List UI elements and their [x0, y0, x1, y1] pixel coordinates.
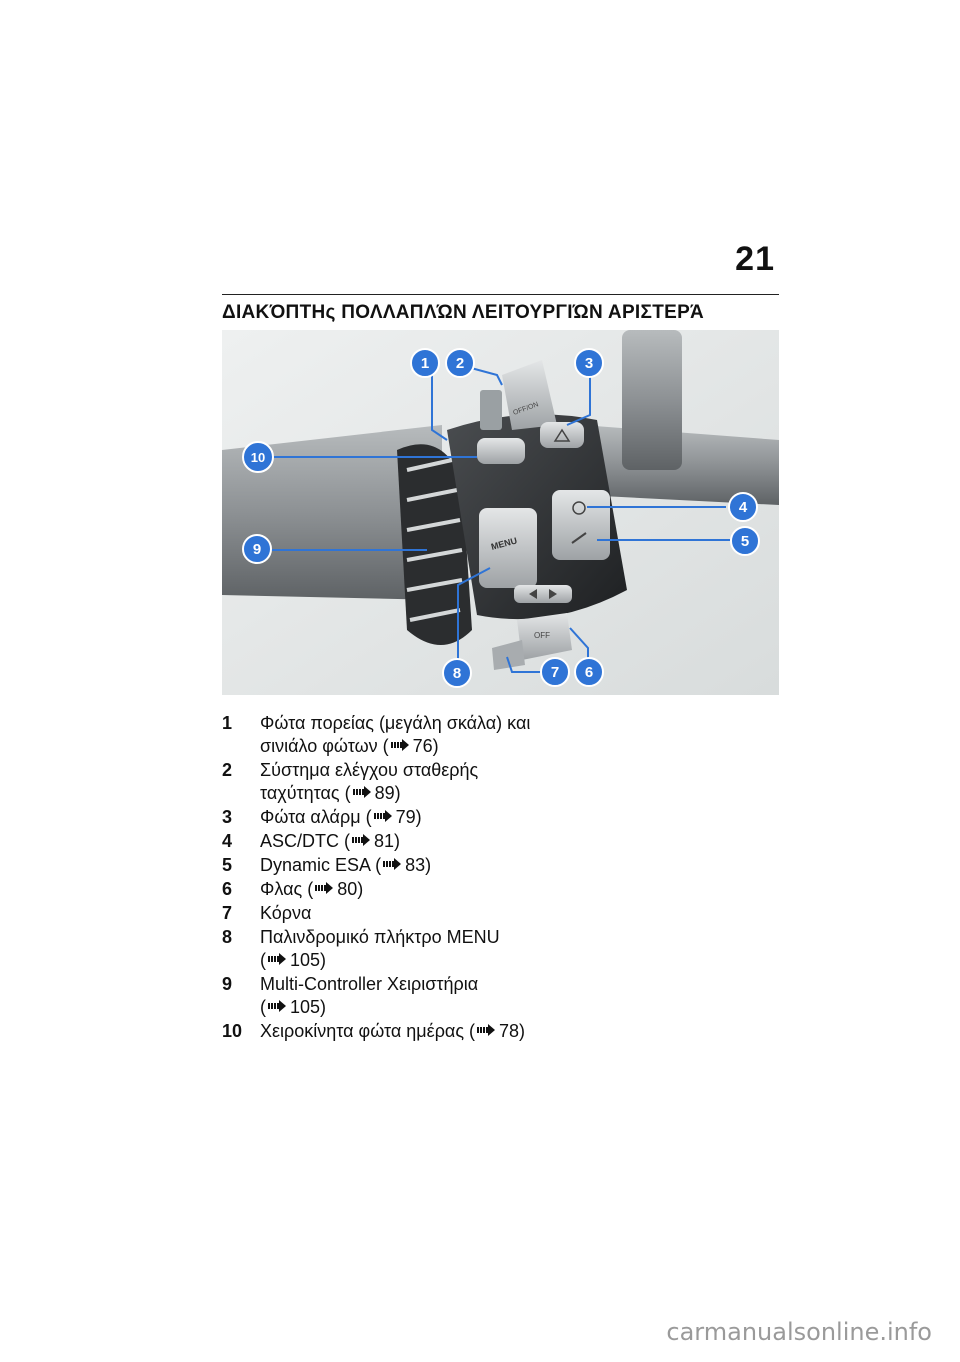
legend-number: 6	[222, 879, 233, 899]
legend-text: Dynamic ESA	[260, 855, 371, 875]
high-beam-lever[interactable]	[480, 390, 502, 430]
page-reference-number: 79)	[395, 807, 422, 827]
page-arrow-icon	[390, 739, 409, 751]
svg-text:10: 10	[251, 450, 265, 465]
page-number: 21	[735, 240, 775, 278]
callout-badges: 1 2 3 4 5 6 7 8 9 10	[242, 348, 760, 688]
callout-lines	[262, 364, 730, 673]
legend-item: 6 Φλας (80)	[222, 878, 542, 901]
legend-text: Σύστημα ελέγχου σταθερής ταχύτητας	[260, 760, 479, 803]
page-arrow-icon	[268, 1000, 286, 1012]
page-reference-link[interactable]: (105)	[260, 950, 327, 970]
asc-icon	[572, 501, 586, 515]
legend-text: Multi-Controller Χειριστήρια	[260, 974, 479, 994]
footer-watermark: carmanualsonline.info	[666, 1318, 932, 1346]
legend-item: 10 Χειροκίνητα φώτα ημέρας (78)	[222, 1020, 542, 1043]
legend-number: 8	[222, 927, 233, 947]
page-reference-number: 105)	[290, 950, 327, 970]
legend-text: Παλινδρομικό πλήκτρο MENU	[260, 927, 500, 947]
svg-text:2: 2	[456, 355, 464, 372]
page-reference-link[interactable]: (81)	[344, 831, 401, 851]
asc-esa-rocker[interactable]	[552, 490, 610, 560]
legend-number: 9	[222, 974, 233, 994]
page-reference-number: 83)	[405, 855, 432, 875]
legend-number: 4	[222, 831, 233, 851]
legend-number: 10	[222, 1021, 243, 1041]
page-reference-link[interactable]: (83)	[375, 855, 432, 875]
page-reference-number: 78)	[499, 1021, 526, 1041]
header-rule	[222, 294, 779, 295]
section-title: ΔΙΑΚΌΠΤΗς ΠΟΛΛΑΠΛΏΝ ΛΕΙΤΟΥΡΓΙΏΝ ΑΡΙΣΤΕΡΆ	[222, 302, 705, 323]
legend-text: Φώτα πορείας (μεγάλη σκάλα) και σινιάλο …	[260, 713, 531, 756]
signal-off-button[interactable]	[517, 613, 572, 660]
legend-text: Κόρνα	[260, 903, 312, 923]
svg-text:6: 6	[585, 664, 593, 681]
legend-item: 3 Φώτα αλάρμ (79)	[222, 806, 542, 829]
page-reference-link[interactable]: (80)	[307, 879, 364, 899]
legend-text: Χειροκίνητα φώτα ημέρας	[260, 1021, 465, 1041]
svg-text:9: 9	[253, 541, 261, 558]
page-arrow-icon	[383, 858, 402, 870]
grip	[397, 444, 472, 645]
turn-signal-switch[interactable]	[514, 585, 572, 603]
legend-number: 1	[222, 713, 233, 733]
legend-item: 1 Φώτα πορείας (μεγάλη σκάλα) και σινιάλο…	[222, 712, 542, 758]
svg-text:8: 8	[453, 665, 461, 682]
hazard-button[interactable]	[540, 422, 584, 448]
legend-item: 2 Σύστημα ελέγχου σταθερής ταχύτητας (89)	[222, 759, 542, 805]
svg-text:5: 5	[741, 533, 749, 550]
legend-item: 9 Multi-Controller Χειριστήρια (105)	[222, 973, 542, 1019]
svg-text:4: 4	[739, 499, 748, 516]
page-reference-number: 76)	[412, 736, 439, 756]
page-reference-link[interactable]: (79)	[365, 807, 422, 827]
svg-text:1: 1	[421, 355, 429, 372]
mirror-mount	[622, 330, 682, 470]
legend-number: 3	[222, 807, 233, 827]
legend-text: ASC/DTC	[260, 831, 340, 851]
page-arrow-icon	[352, 786, 371, 798]
page-reference-number: 81)	[374, 831, 401, 851]
page-arrow-icon	[477, 1024, 496, 1036]
legend-number: 5	[222, 855, 233, 875]
legend-item: 4 ASC/DTC (81)	[222, 830, 542, 853]
turn-arrows-icon	[529, 589, 557, 599]
svg-text:3: 3	[585, 355, 593, 372]
legend-text: Φώτα αλάρμ	[260, 807, 361, 827]
daytime-lights-button[interactable]	[477, 438, 525, 464]
esa-icon	[571, 532, 587, 544]
legend-item: 7 Κόρνα	[222, 902, 542, 925]
page-reference-number: 105)	[290, 997, 327, 1017]
cruise-control-switch[interactable]	[502, 360, 557, 430]
handlebar-left	[222, 425, 442, 600]
page-arrow-icon	[373, 810, 392, 822]
svg-text:7: 7	[551, 664, 559, 681]
legend-item: 8 Παλινδρομικό πλήκτρο MENU (105)	[222, 926, 542, 972]
page-arrow-icon	[352, 834, 371, 846]
page-reference-link[interactable]: (89)	[344, 783, 401, 803]
horn-button[interactable]	[492, 640, 525, 670]
page-reference-number: 89)	[374, 783, 401, 803]
legend-text: Φλας	[260, 879, 303, 899]
legend-item: 5 Dynamic ESA (83)	[222, 854, 542, 877]
switch-cluster-figure: OFF/ON MENU OFF	[222, 330, 779, 695]
page-reference-link[interactable]: (76)	[382, 736, 439, 756]
legend-number: 2	[222, 760, 233, 780]
menu-rocker[interactable]	[479, 508, 537, 588]
page-arrow-icon	[268, 953, 286, 965]
page-reference-link[interactable]: (78)	[469, 1021, 526, 1041]
legend-list: 1 Φώτα πορείας (μεγάλη σκάλα) και σινιάλο…	[222, 712, 542, 1044]
multi-controller-ring	[406, 458, 463, 622]
page-arrow-icon	[315, 882, 334, 894]
page-reference-number: 80)	[337, 879, 364, 899]
legend-number: 7	[222, 903, 233, 923]
page-reference-link[interactable]: (105)	[260, 997, 327, 1017]
hazard-icon	[553, 428, 571, 442]
off-label: OFF	[534, 631, 550, 640]
